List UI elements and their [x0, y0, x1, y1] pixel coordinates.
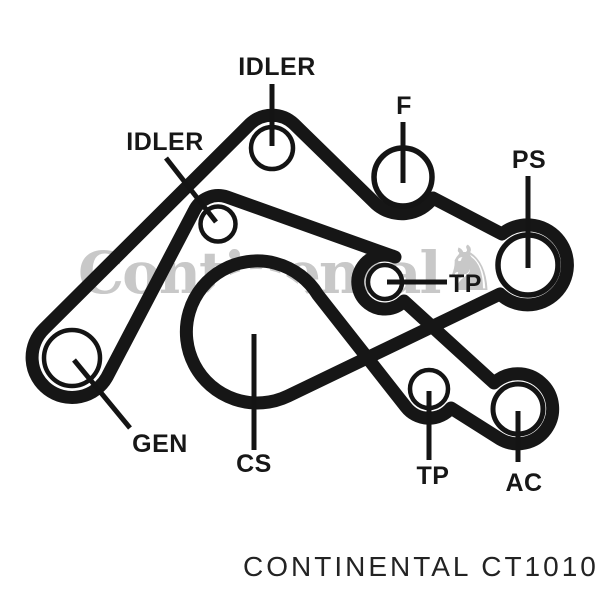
pulley-rims [41, 124, 561, 437]
generator-pointer-line [72, 358, 132, 430]
idler-left-pointer-line [164, 156, 218, 224]
idler-left-label: IDLER [126, 128, 204, 156]
label-pointer-lines [72, 84, 531, 462]
tensioner-upper-label: TP [449, 270, 482, 298]
caption-part-number: CONTINENTAL CT1010 [243, 551, 599, 582]
pulley-labels: IDLER IDLER F PS TP GEN CS TP AC [126, 53, 546, 497]
serpentine-belt [25, 108, 574, 451]
fan-label: F [396, 92, 412, 120]
tensioner-lower-label: TP [417, 462, 450, 490]
crankshaft-pulley-face [194, 269, 320, 395]
pulley-faces [194, 269, 320, 395]
generator-label: GEN [132, 430, 188, 458]
power-steering-label: PS [512, 146, 546, 174]
crankshaft-label: CS [236, 450, 272, 478]
idler-top-label: IDLER [238, 53, 316, 81]
air-conditioning-label: AC [505, 469, 542, 497]
